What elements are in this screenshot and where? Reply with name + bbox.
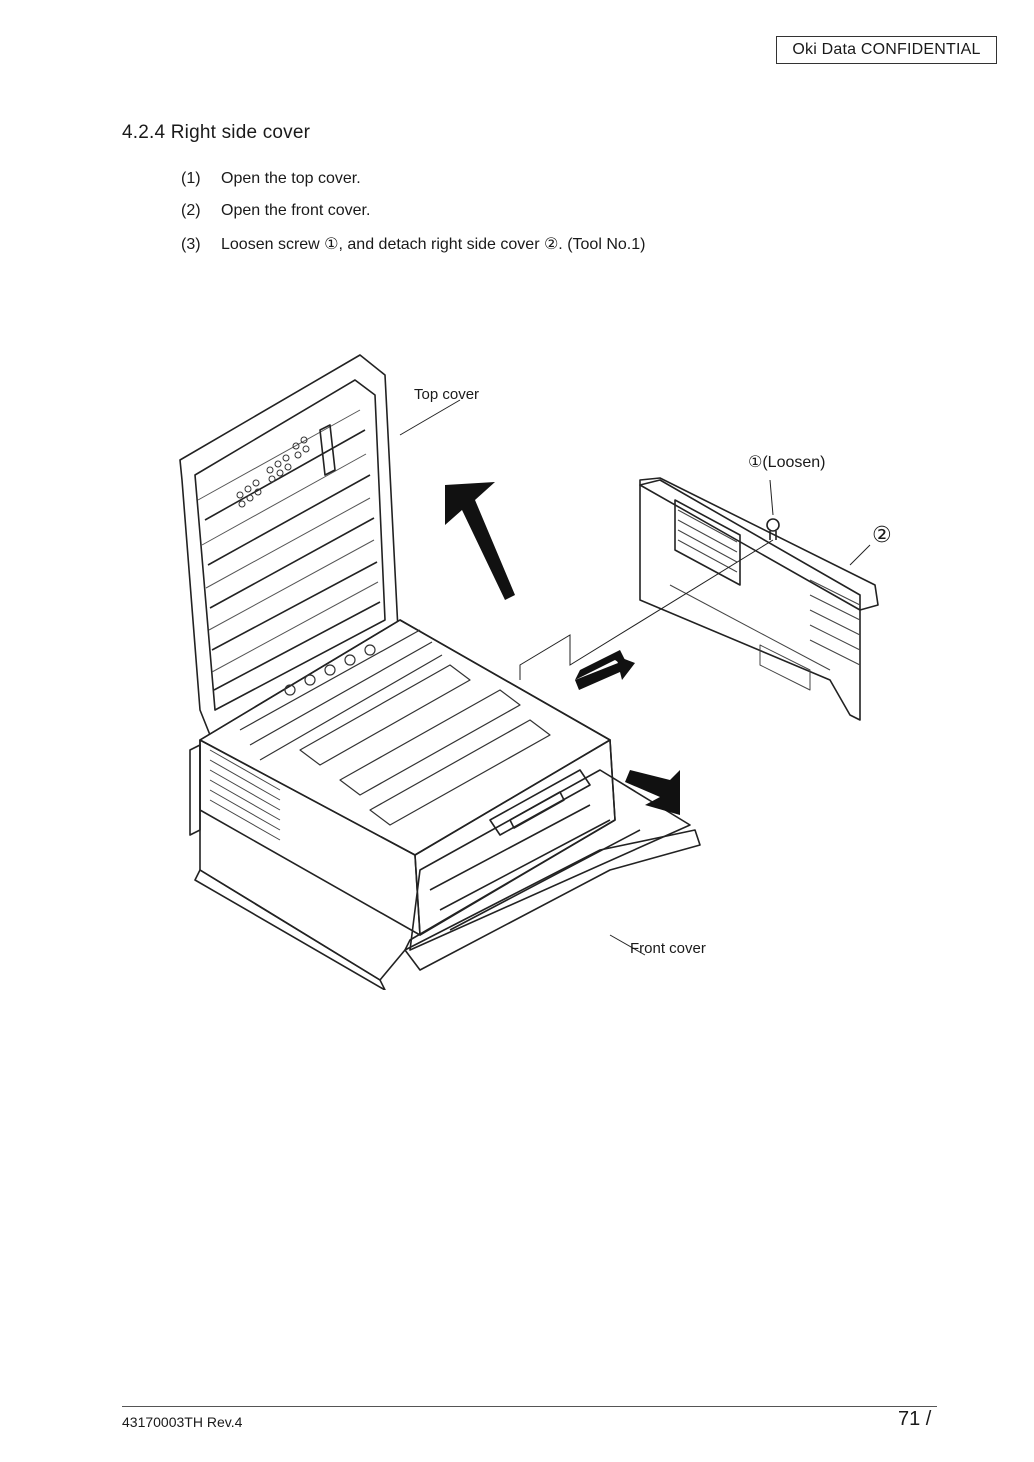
loosen-callout: ①(Loosen) (748, 454, 826, 471)
front-cover-label: Front cover (630, 940, 706, 957)
confidential-label: Oki Data CONFIDENTIAL (776, 36, 997, 64)
document-id: 43170003TH Rev.4 (122, 1414, 243, 1430)
page-number: 71 / (898, 1408, 932, 1430)
step-number: (2) (181, 202, 201, 219)
step-3: (3) Loosen screw ①, and detach right side… (181, 234, 645, 254)
top-cover-label: Top cover (414, 386, 480, 403)
printer-line-drawing (179, 354, 879, 991)
part-2-callout: ② (872, 522, 892, 547)
step-1: (1) Open the top cover. (181, 170, 361, 188)
step-text: Open the top cover. (221, 170, 361, 187)
section-title: 4.2.4 Right side cover (122, 122, 311, 143)
step-text: Open the front cover. (221, 202, 371, 219)
step-text: Loosen screw ①, and detach right side co… (221, 236, 646, 253)
printer-disassembly-figure: Top cover ①(Loosen) ② Front cover (170, 350, 910, 991)
footer-divider (122, 1406, 937, 1407)
step-2: (2) Open the front cover. (181, 202, 370, 220)
step-number: (3) (181, 236, 201, 253)
step-number: (1) (181, 170, 201, 187)
